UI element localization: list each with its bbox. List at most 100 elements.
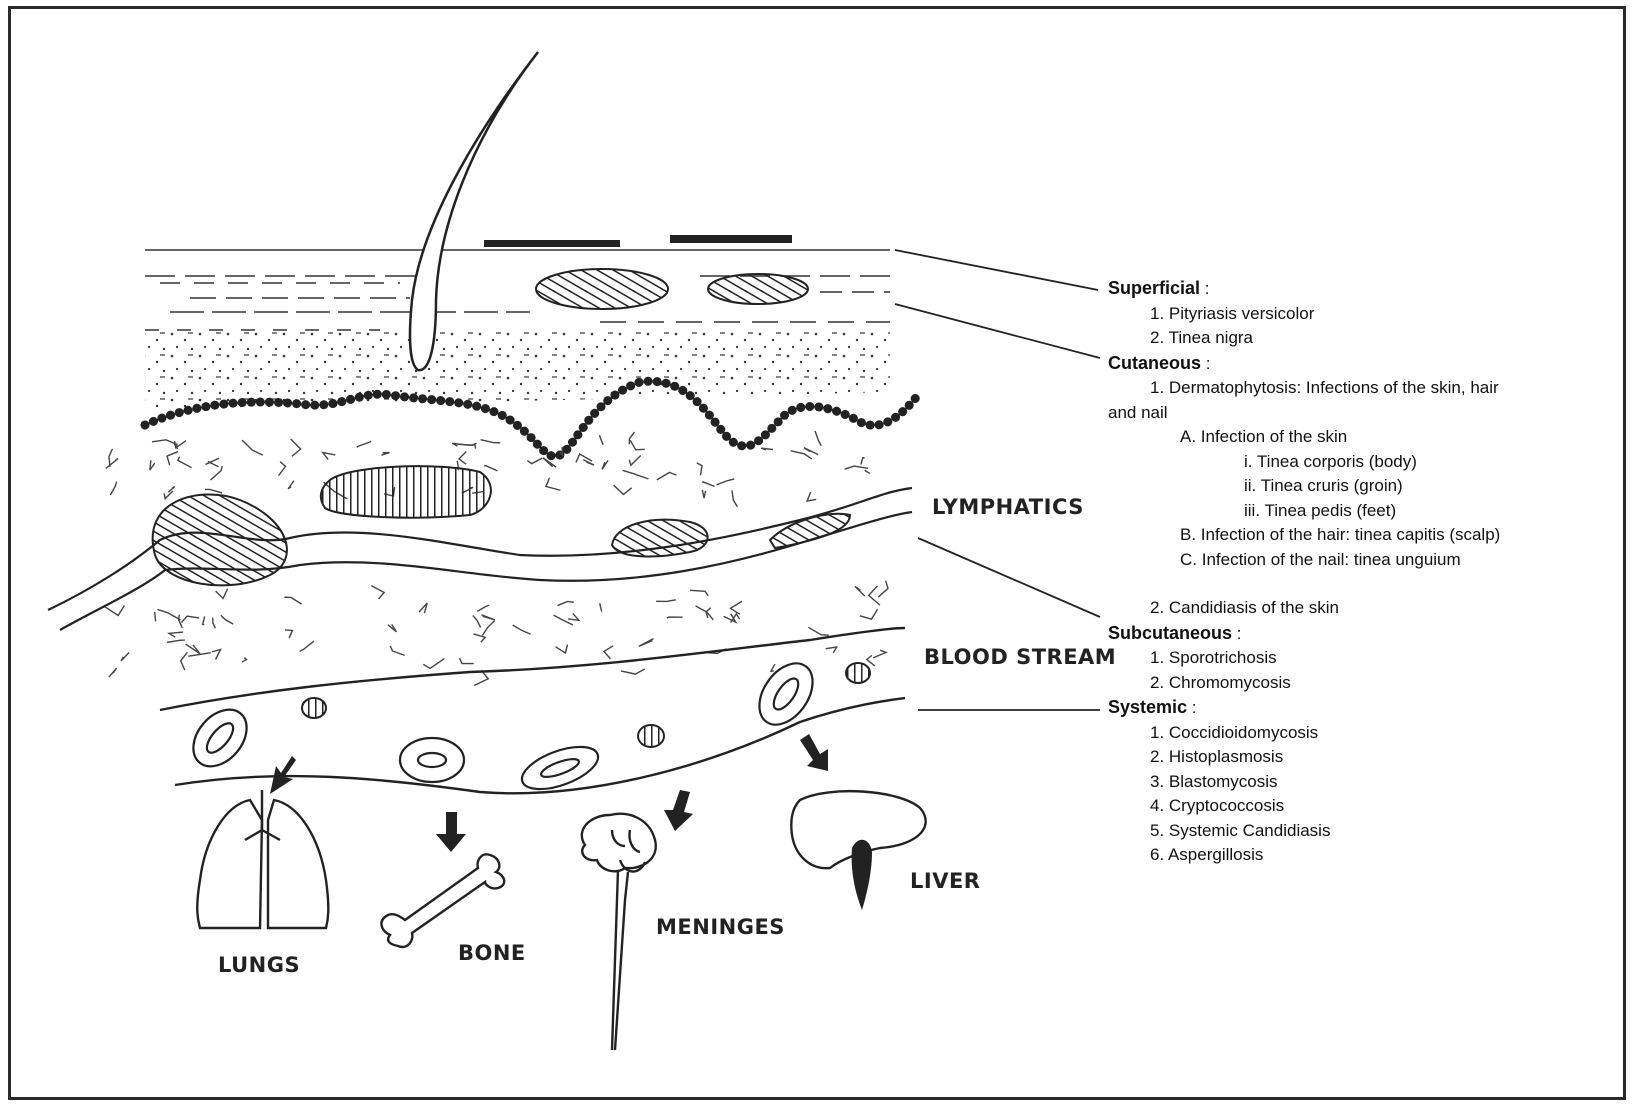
dermis-fiber xyxy=(221,615,233,624)
dermis-fiber xyxy=(861,458,865,465)
bone-icon xyxy=(381,854,504,947)
dermis-fiber xyxy=(865,470,870,473)
subcutaneous-item: 2. Chromomycosis xyxy=(1108,671,1628,696)
cutaneous-item-continued: and nail xyxy=(1108,401,1628,426)
blood-stream-label: BLOOD STREAM xyxy=(924,645,1116,669)
dermis-fiber xyxy=(614,485,632,494)
dermis-fiber xyxy=(477,605,489,611)
dermis-fiber xyxy=(150,460,155,470)
dermis-fiber xyxy=(211,466,223,480)
dermis-fiber xyxy=(873,650,886,658)
dermis-fiber xyxy=(216,589,228,599)
leader-lines xyxy=(895,250,1100,710)
cutaneous-nail-item: C. Infection of the nail: tinea unguium xyxy=(1108,548,1628,573)
dermis-fiber xyxy=(110,482,116,495)
dermis-fiber xyxy=(357,442,371,448)
dermis-fiber xyxy=(639,639,654,647)
lymphatic-lesion xyxy=(612,520,708,557)
dermis-fiber xyxy=(388,624,396,631)
lymphatics-label: LYMPHATICS xyxy=(932,495,1084,519)
dermis-fiber xyxy=(381,453,389,456)
dermis-fiber xyxy=(869,586,880,605)
dermis-fiber xyxy=(558,601,574,605)
dermis-fiber xyxy=(845,466,868,469)
dermis-fiber xyxy=(602,460,608,469)
dermis-fiber xyxy=(808,627,829,635)
dermis-fiber xyxy=(121,653,129,661)
dermis-fiber xyxy=(623,470,649,479)
dermis-fiber xyxy=(878,581,888,597)
dermis-fiber xyxy=(604,646,613,659)
dermis-fiber xyxy=(527,458,542,463)
cutaneous-item: 1. Dermatophytosis: Infections of the sk… xyxy=(1108,376,1628,401)
systemic-item: 6. Aspergillosis xyxy=(1108,843,1628,868)
cutaneous-skin-item: ii. Tinea cruris (groin) xyxy=(1108,474,1628,499)
dermis-fiber xyxy=(186,644,200,654)
epidermis-dots xyxy=(145,330,890,410)
tinea-nigra-lesion xyxy=(670,235,792,243)
dermis-fiber xyxy=(804,448,818,455)
dermis-fiber xyxy=(600,603,602,611)
dermis-fiber xyxy=(731,601,742,614)
subcutaneous-heading: Subcutaneous : xyxy=(1108,621,1628,647)
dermis-fiber xyxy=(791,451,812,459)
dermis-fiber xyxy=(484,466,497,471)
dermis-fiber xyxy=(242,658,247,662)
dermis-fiber xyxy=(279,462,286,476)
pityriasis-lesion xyxy=(536,269,668,309)
systemic-item: 5. Systemic Candidiasis xyxy=(1108,819,1628,844)
dermis-fiber xyxy=(630,440,645,450)
dermis-fiber xyxy=(213,618,216,629)
lungs-icon xyxy=(197,790,328,928)
dermis-fiber xyxy=(169,632,183,637)
dermis-fiber xyxy=(288,481,294,489)
dermis-fiber xyxy=(291,439,301,456)
superficial-item: 2. Tinea nigra xyxy=(1108,326,1628,351)
dermis-fiber xyxy=(482,621,494,636)
meninges-icon xyxy=(582,814,656,1050)
dermis-fiber xyxy=(155,612,156,622)
dermis-fiber xyxy=(181,616,199,622)
dermis-fiber xyxy=(242,440,263,455)
cutaneous-skin-heading: A. Infection of the skin xyxy=(1108,425,1628,450)
dermis-fiber xyxy=(390,646,404,655)
dermis-fiber xyxy=(300,641,314,651)
dermis-fiber xyxy=(702,490,705,498)
dermis-fiber xyxy=(168,487,174,493)
systemic-heading: Systemic : xyxy=(1108,695,1628,721)
dermis-fiber xyxy=(771,664,775,671)
dermis-fiber xyxy=(690,590,708,595)
dermis-fiber xyxy=(467,445,475,449)
liver-label: LIVER xyxy=(910,869,980,893)
blood-fungal-element xyxy=(846,663,870,683)
dermis-fiber xyxy=(576,454,592,462)
dermis-fiber xyxy=(656,600,676,602)
meninges-label: MENINGES xyxy=(656,915,785,939)
bone-label: BONE xyxy=(458,941,526,965)
dermis-fiber xyxy=(481,440,501,443)
dermis-fiber xyxy=(109,668,117,677)
systemic-item: 4. Cryptococcosis xyxy=(1108,794,1628,819)
dermis-fiber xyxy=(761,448,773,450)
superficial-heading: Superficial : xyxy=(1108,276,1628,302)
subcutaneous-lesion xyxy=(321,466,491,517)
dermis-fiber xyxy=(568,613,579,620)
dermis-fiber xyxy=(855,586,865,596)
dermis-fiber xyxy=(203,616,205,624)
cutaneous-hair-item: B. Infection of the hair: tinea capitis … xyxy=(1108,523,1628,548)
cutaneous-item: 2. Candidiasis of the skin xyxy=(1108,596,1628,621)
systemic-item: 3. Blastomycosis xyxy=(1108,770,1628,795)
dermis-fiber xyxy=(807,492,816,501)
subcutaneous-item: 1. Sporotrichosis xyxy=(1108,646,1628,671)
dermis-fiber xyxy=(716,479,734,485)
dermis-fiber xyxy=(423,659,444,669)
dermis-fiber xyxy=(621,669,645,674)
dermis-fiber xyxy=(697,463,702,475)
dermis-fiber xyxy=(481,615,495,620)
liver-icon xyxy=(791,791,925,910)
dermis-fiber xyxy=(208,461,219,466)
systemic-item: 2. Histoplasmosis xyxy=(1108,745,1628,770)
dermis-fiber xyxy=(178,457,192,468)
dermis-fiber xyxy=(371,586,384,599)
dermis-fiber xyxy=(181,652,188,670)
